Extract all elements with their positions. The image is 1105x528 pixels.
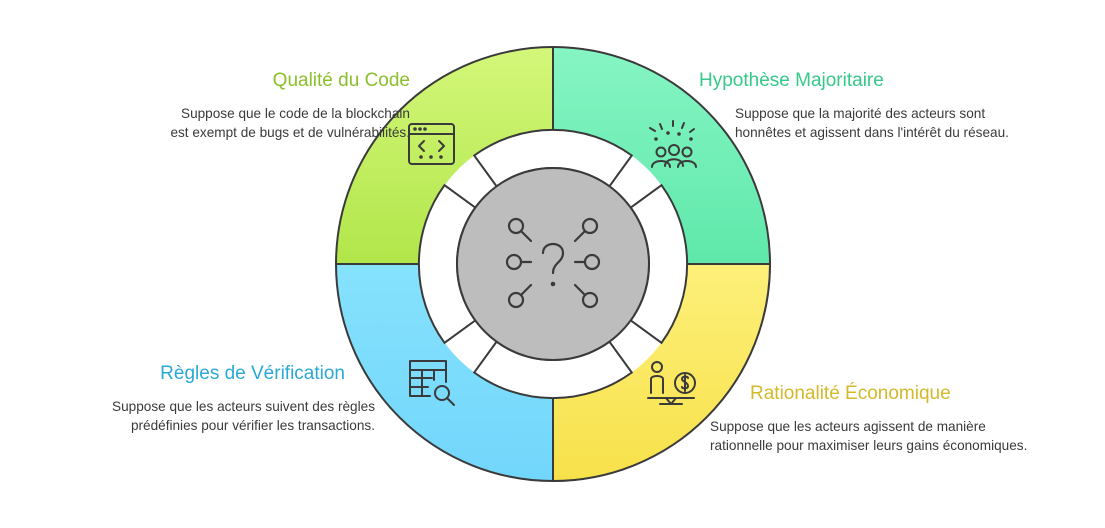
section-verification-title: Règles de Vérification: [160, 363, 345, 384]
section-economic-description: Suppose que les acteurs agissent de mani…: [710, 417, 1090, 455]
section-economic-title: Rationalité Économique: [750, 383, 951, 404]
outer-ring-outline: [335, 46, 771, 482]
ring-segments: [417, 128, 689, 400]
question-network-icon: [505, 217, 601, 309]
section-code-desc-line1: Suppose que le code de la blockchain: [181, 106, 410, 121]
section-economic-desc-line1: Suppose que les acteurs agissent de mani…: [710, 419, 986, 434]
section-economic-desc-line2: rationnelle pour maximiser leurs gains é…: [710, 438, 1028, 453]
section-majority-description: Suppose que la majorité des acteurs sont…: [697, 104, 1077, 142]
section-verification-desc-line2: prédéfinies pour vérifier les transactio…: [130, 418, 375, 433]
section-verification-description: Suppose que les acteurs suivent des règl…: [45, 397, 375, 435]
section-code-description: Suppose que le code de la blockchain est…: [85, 104, 410, 142]
section-majority: Hypothèse Majoritaire Suppose que la maj…: [697, 70, 1077, 142]
center-circle: [456, 167, 650, 361]
section-verification-desc-line1: Suppose que les acteurs suivent des règl…: [112, 399, 375, 414]
section-economic: Rationalité Économique Suppose que les a…: [710, 383, 1090, 455]
section-majority-desc-line1: Suppose que la majorité des acteurs sont: [735, 106, 986, 121]
section-majority-desc-line2: honnêtes et agissent dans l'intérêt du r…: [735, 125, 1009, 140]
section-code: Qualité du Code Suppose que le code de l…: [85, 70, 410, 142]
section-code-title: Qualité du Code: [272, 70, 410, 91]
section-majority-title: Hypothèse Majoritaire: [699, 70, 884, 91]
celebrating-group-icon: [649, 120, 697, 168]
table-search-icon: [409, 360, 455, 406]
code-window-icon: [408, 123, 455, 165]
person-balance-coin-icon: [647, 361, 696, 405]
section-verification: Règles de Vérification Suppose que les a…: [45, 363, 375, 435]
section-code-desc-line2: est exempt de bugs et de vulnérabilités.: [170, 125, 410, 140]
